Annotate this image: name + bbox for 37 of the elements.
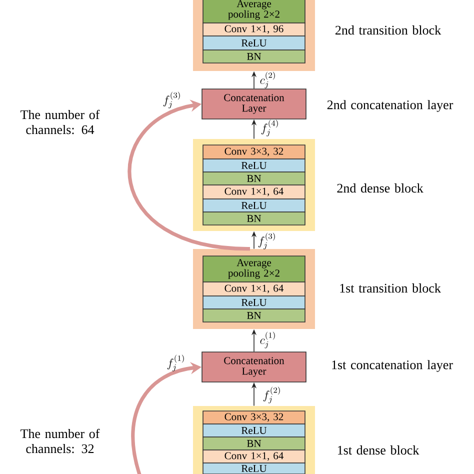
block-label: 2nd dense block [337,183,424,193]
layer-row: BN [202,308,306,322]
annotation-text: The number of channels: 64 [20,110,100,134]
layer-row: ReLU [202,462,306,474]
layer-row: Conv 3×3, 32 [202,144,306,160]
layer-row: Conv 3×3, 32 [202,410,306,424]
layer-row: ReLU [202,36,306,50]
layer-row: ReLU [202,158,306,172]
block-label: 2nd concatenation layer [327,100,454,112]
concatenation-layer-box: Concatenation Layer [202,352,306,382]
layer-row: BN [202,212,306,226]
layer-row: BN [202,50,306,64]
block-label: 2nd transition block [336,25,442,35]
layer-row: Average pooling 2×2 [202,0,306,24]
arrow [128,100,250,251]
edge-label: $f_j^{(1)}$ [167,354,184,372]
edge-label: $f_j^{(4)}$ [261,120,278,136]
edge-label: $c_j^{(2)}$ [260,72,275,88]
layer-row: Conv 1×1, 64 [202,184,306,200]
layer-row: ReLU [202,424,306,438]
layer-row: ReLU [202,198,306,212]
edge-label: $f_j^{(2)}$ [263,386,280,404]
edge-label: $f_j^{(3)}$ [163,92,180,108]
layer-row: ReLU [202,296,306,310]
layer-row: BN [202,172,306,186]
block-label: 1st transition block [340,283,441,293]
edge-label: $c_j^{(1)}$ [260,332,275,348]
edge-label: $f_j^{(3)}$ [258,232,275,250]
layer-row: Conv 1×1, 96 [202,22,306,36]
annotation-text: The number of channels: 32 [20,428,100,454]
concatenation-layer-box: Concatenation Layer [202,88,306,120]
layer-row: BN [202,436,306,450]
block-label: 1st concatenation layer [332,360,453,372]
layer-row: Conv 1×1, 64 [202,282,306,296]
block-label: 1st dense block [338,445,420,455]
layer-row: Average pooling 2×2 [202,256,306,282]
layer-row: Conv 1×1, 64 [202,450,306,464]
